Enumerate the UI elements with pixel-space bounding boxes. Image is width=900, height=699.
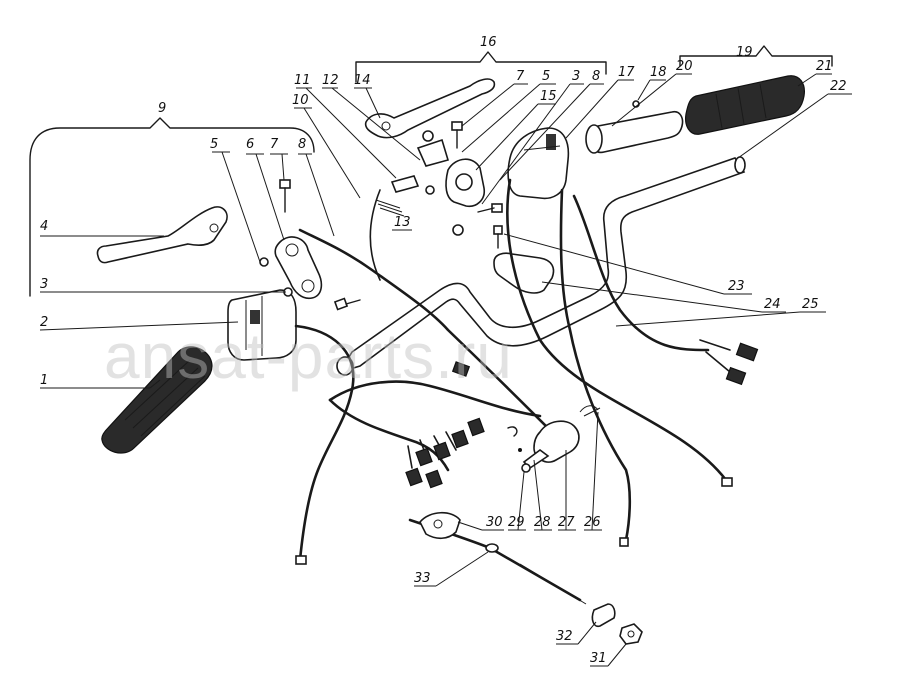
throttle-tube — [585, 100, 684, 154]
bracket-9 — [29, 117, 315, 297]
callout-17: 17 — [618, 65, 635, 80]
handlebar-tube — [336, 156, 746, 376]
callout-5: 5 — [210, 137, 218, 152]
callouts: 1 2 3 4 5 6 7 8 9 10 11 12 13 — [39, 35, 852, 667]
callout-8b: 8 — [592, 69, 600, 84]
callout-10: 10 — [292, 93, 309, 108]
callout-9: 9 — [158, 101, 166, 116]
choke-lever — [507, 405, 601, 473]
brake-lever — [364, 78, 496, 139]
left-switch-housing — [227, 289, 297, 361]
callout-7b: 7 — [516, 69, 525, 84]
perch-bolts — [259, 179, 361, 311]
callout-18: 18 — [650, 65, 667, 80]
callout-4: 4 — [40, 219, 48, 234]
callout-13: 13 — [394, 215, 411, 230]
cable-bracket — [419, 511, 461, 540]
callout-8a: 8 — [298, 137, 306, 152]
callout-11: 11 — [294, 73, 311, 88]
throttle-cable — [485, 543, 587, 605]
callout-25: 25 — [802, 297, 819, 312]
callout-23: 23 — [728, 279, 745, 294]
cable-adjuster — [375, 175, 435, 217]
callout-5b: 5 — [542, 69, 550, 84]
callout-31: 31 — [590, 651, 607, 666]
callout-24: 24 — [764, 297, 781, 312]
callout-33: 33 — [414, 571, 431, 586]
lever-perch — [274, 236, 323, 300]
bracket-16 — [355, 51, 607, 83]
callout-6: 6 — [246, 137, 254, 152]
throttle-housing — [445, 158, 486, 208]
callout-22: 22 — [830, 79, 847, 94]
callout-14: 14 — [354, 73, 371, 88]
callout-1: 1 — [40, 373, 48, 388]
callout-20: 20 — [676, 59, 693, 74]
brake-lever-mount — [416, 121, 463, 167]
left-grip — [101, 346, 213, 454]
callout-26: 26 — [584, 515, 601, 530]
throttle-bolts — [452, 203, 503, 249]
callout-30: 30 — [486, 515, 503, 530]
bracket-19 — [679, 45, 833, 67]
locknut — [619, 623, 643, 645]
handlebar-clamp — [493, 252, 555, 294]
callout-21: 21 — [816, 59, 833, 74]
wire-connectors — [295, 342, 759, 565]
callout-27: 27 — [558, 515, 575, 530]
callout-2: 2 — [40, 315, 48, 330]
callout-19: 19 — [736, 45, 753, 60]
callout-3: 3 — [40, 277, 48, 292]
callout-15: 15 — [540, 89, 557, 104]
right-grip — [685, 75, 805, 135]
callout-28: 28 — [534, 515, 551, 530]
clutch-lever — [96, 206, 228, 264]
watermark-text: ansat-parts.ru — [104, 320, 513, 392]
callout-3b: 3 — [572, 69, 580, 84]
callout-32: 32 — [556, 629, 573, 644]
callout-12: 12 — [322, 73, 339, 88]
adjuster-nut — [591, 603, 616, 628]
callout-7a: 7 — [270, 137, 279, 152]
callout-29: 29 — [508, 515, 525, 530]
callout-16: 16 — [480, 35, 497, 50]
